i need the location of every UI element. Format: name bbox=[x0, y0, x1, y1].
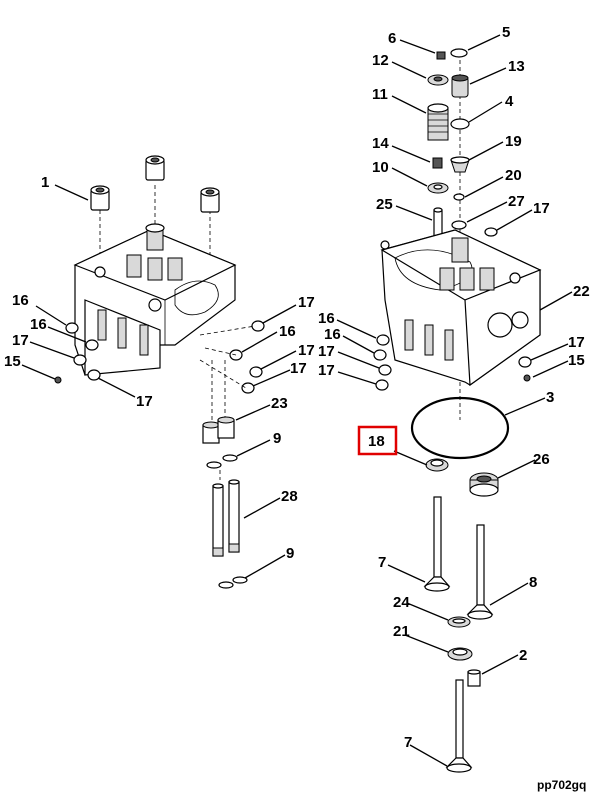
seal-ring bbox=[518, 356, 532, 368]
valve bbox=[423, 496, 451, 592]
callout-label: 14 bbox=[372, 135, 389, 152]
callout-label: 9 bbox=[286, 545, 294, 562]
callout-label: 7 bbox=[378, 554, 386, 571]
o-ring bbox=[232, 576, 248, 584]
callout-label: 27 bbox=[508, 193, 525, 210]
callout-label: 21 bbox=[393, 623, 410, 640]
callout-label: 17 bbox=[298, 342, 315, 359]
seal-ring bbox=[373, 349, 387, 361]
callout-label: 8 bbox=[529, 574, 537, 591]
head-nut bbox=[145, 155, 165, 181]
left-cylinder-head-assembly bbox=[54, 155, 265, 589]
highlight-box bbox=[357, 425, 398, 456]
seal-ring bbox=[241, 382, 255, 394]
seal-ring bbox=[484, 227, 498, 237]
callout-label: 11 bbox=[372, 86, 388, 103]
o-ring bbox=[222, 454, 238, 462]
sleeve bbox=[202, 421, 220, 444]
callout-label: 24 bbox=[393, 594, 410, 611]
seal-ring bbox=[251, 320, 265, 332]
callout-label-highlighted: 18 bbox=[368, 433, 385, 450]
callout-label: 10 bbox=[372, 159, 389, 176]
callout-label: 17 bbox=[533, 200, 550, 217]
valve-spring bbox=[427, 103, 449, 141]
callout-label: 17 bbox=[290, 360, 307, 377]
callout-label: 23 bbox=[271, 395, 288, 412]
callout-label: 5 bbox=[502, 24, 510, 41]
callout-label: 9 bbox=[273, 430, 281, 447]
ring bbox=[451, 220, 467, 230]
seal-ring bbox=[73, 354, 87, 366]
callout-label: 20 bbox=[505, 167, 522, 184]
callout-label: 28 bbox=[281, 488, 298, 505]
seal-ring bbox=[378, 364, 392, 376]
o-ring bbox=[206, 461, 222, 469]
valve-cap bbox=[436, 51, 446, 60]
callout-label: 17 bbox=[12, 332, 29, 349]
callout-label: 25 bbox=[376, 196, 393, 213]
seal-ring bbox=[65, 322, 79, 334]
callout-label: 1 bbox=[41, 174, 49, 191]
valve bbox=[466, 524, 494, 620]
valve-rotator bbox=[451, 74, 469, 98]
tube bbox=[212, 483, 224, 557]
seal-ring bbox=[85, 339, 99, 351]
left-cylinder-head bbox=[73, 223, 237, 376]
callout-label: 7 bbox=[404, 734, 412, 751]
callout-label: 13 bbox=[508, 58, 525, 75]
head-nut bbox=[90, 185, 110, 211]
callout-label: 22 bbox=[573, 283, 590, 300]
seal-ring bbox=[249, 366, 263, 378]
callout-label: 16 bbox=[279, 323, 296, 340]
diagram-reference-code: pp702gq bbox=[537, 778, 586, 792]
large-o-ring bbox=[410, 396, 510, 460]
seal-ring bbox=[375, 379, 389, 391]
callout-label: 17 bbox=[568, 334, 585, 351]
valve bbox=[445, 679, 473, 773]
valve-keeper bbox=[432, 157, 443, 169]
callout-label: 17 bbox=[318, 362, 335, 379]
callout-label: 17 bbox=[318, 343, 335, 360]
callout-label: 3 bbox=[546, 389, 554, 406]
callout-label: 26 bbox=[533, 451, 550, 468]
callout-label: 19 bbox=[505, 133, 522, 150]
callout-label: 17 bbox=[298, 294, 315, 311]
o-ring bbox=[218, 581, 234, 589]
o-ring bbox=[453, 193, 465, 201]
valve-seat bbox=[469, 472, 499, 497]
right-cylinder-head bbox=[380, 229, 542, 387]
callout-label: 17 bbox=[136, 393, 153, 410]
callout-label: 2 bbox=[519, 647, 527, 664]
o-ring bbox=[450, 48, 468, 58]
valve-seat-insert bbox=[425, 458, 449, 472]
seal-ring bbox=[87, 369, 101, 381]
plug bbox=[54, 376, 62, 384]
head-nut bbox=[200, 187, 220, 213]
sleeve bbox=[217, 416, 235, 439]
callout-label: 6 bbox=[388, 30, 396, 47]
callout-labels: 1 16 16 17 15 17 17 16 17 17 23 9 28 9 6… bbox=[4, 24, 590, 792]
callout-label: 16 bbox=[30, 316, 47, 333]
callout-label: 12 bbox=[372, 52, 389, 69]
callout-label: 15 bbox=[568, 352, 585, 369]
seal-ring bbox=[376, 334, 390, 346]
callout-label: 15 bbox=[4, 353, 21, 370]
tube bbox=[228, 479, 240, 553]
plug bbox=[523, 374, 531, 382]
callout-label: 16 bbox=[324, 326, 341, 343]
callout-label: 16 bbox=[12, 292, 29, 309]
o-ring bbox=[450, 118, 470, 130]
valve-stem-seal bbox=[450, 156, 470, 173]
right-cylinder-head-assembly bbox=[373, 48, 542, 773]
leader-lines bbox=[21, 34, 573, 767]
callout-label: 4 bbox=[505, 93, 514, 110]
guide-bushing bbox=[467, 669, 481, 687]
callout-label: 16 bbox=[318, 310, 335, 327]
